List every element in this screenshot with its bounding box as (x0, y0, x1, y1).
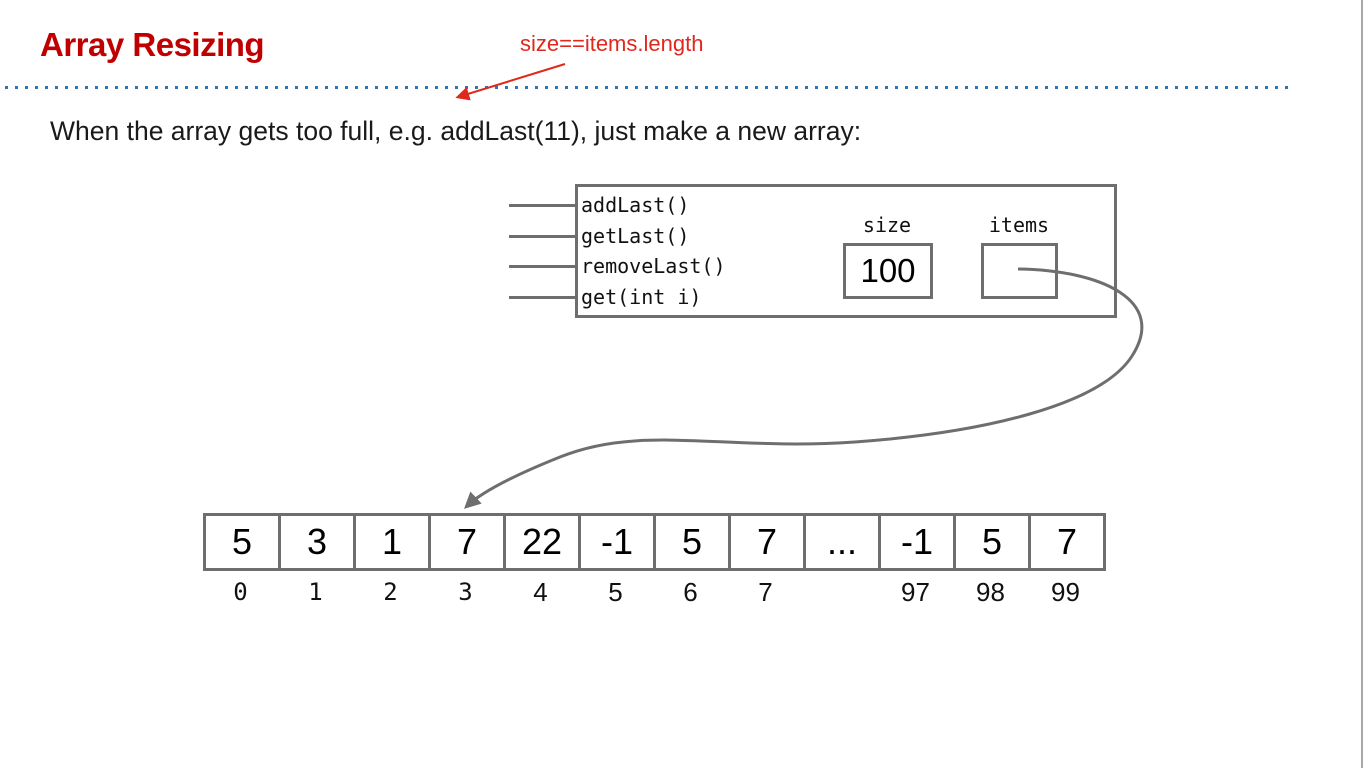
array-cell: -1 (878, 513, 956, 571)
array-cell: 1 (353, 513, 431, 571)
array-cell: ... (803, 513, 881, 571)
items-field-box (981, 243, 1058, 299)
dotted-divider-line (5, 86, 1293, 89)
array-cell-value: 7 (756, 521, 778, 562)
array-cell-value: -1 (600, 521, 633, 562)
array-cell: -1 (578, 513, 656, 571)
array-cell: 5 (203, 513, 281, 571)
method-connector-line (509, 296, 578, 299)
array-cell: 3 (278, 513, 356, 571)
size-field-box: 100 (843, 243, 933, 299)
array-cell: 7 (728, 513, 806, 571)
method-item: getLast() (581, 223, 690, 248)
array-cell: 5 (653, 513, 731, 571)
array-cell: 7 (428, 513, 506, 571)
array-cell-value: 5 (681, 521, 703, 562)
method-connector-line (509, 265, 578, 268)
array-index-label: 4 (533, 577, 548, 607)
method-item: get(int i) (581, 284, 702, 309)
items-field-label: items (988, 213, 1050, 237)
array-cell-value: 1 (381, 521, 403, 562)
method-item: removeLast() (581, 254, 726, 279)
array-index-label: 2 (383, 578, 398, 606)
method-connector-line (509, 235, 578, 238)
method-list: addLast() getLast() removeLast() get(int i) (581, 190, 726, 312)
array-cell-value: 7 (1056, 521, 1078, 562)
array-cell-value: 5 (231, 521, 253, 562)
array-cell-value: ... (826, 521, 857, 562)
array-cell-value: 22 (521, 521, 563, 562)
method-connector-line (509, 204, 578, 207)
array-cell: 5 (953, 513, 1031, 571)
array-index-label: 98 (976, 577, 1005, 607)
slide-title: Array Resizing (40, 26, 265, 63)
body-text: When the array gets too full, e.g. addLa… (50, 116, 862, 146)
slide-right-border (1361, 0, 1363, 768)
size-field-label: size (862, 213, 912, 237)
array-index-label: 5 (608, 577, 623, 607)
method-item: addLast() (581, 193, 690, 217)
array-index-label: 1 (308, 578, 323, 606)
annotation-arrow-icon (455, 63, 566, 101)
array-index-label: 7 (758, 577, 773, 607)
size-value: 100 (860, 252, 916, 289)
array-cell-value: 3 (306, 521, 328, 562)
array-index-label: 3 (458, 578, 473, 606)
annotation-size-items-length: size==items.length (520, 31, 704, 56)
array-index-label (803, 577, 878, 608)
array-cell-value: 5 (981, 521, 1003, 562)
array-cell-value: 7 (456, 521, 478, 562)
array-index-label: 0 (233, 578, 248, 606)
array-cell: 7 (1028, 513, 1106, 571)
array-row: 5 3 1 7 22 -1 5 7... -1 5 7 (203, 513, 1106, 571)
array-index-row: 0 1 2 3 4 5 6 7 97 98 99 (203, 577, 1103, 608)
array-index-label: 99 (1051, 577, 1080, 607)
array-cell: 22 (503, 513, 581, 571)
array-cell-value: -1 (900, 521, 933, 562)
array-index-label: 97 (901, 577, 930, 607)
array-index-label: 6 (683, 577, 698, 607)
